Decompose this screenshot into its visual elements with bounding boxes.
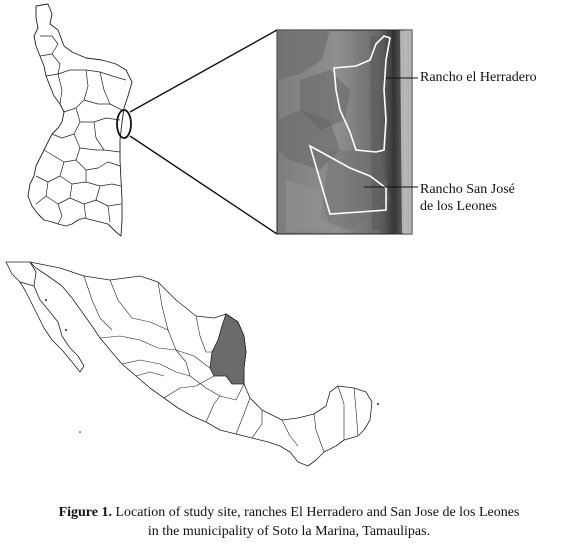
label-rancho-herradero: Rancho el Herradero — [420, 70, 537, 85]
tamaulipas-outline — [27, 3, 133, 237]
ranch-sanjose-boundary — [308, 144, 387, 215]
state-boundaries — [83, 275, 359, 453]
caption-prefix: Figure 1. — [58, 505, 112, 520]
label-rancho-sanjose: Rancho San José de los Leones — [420, 181, 515, 215]
mexico-map — [5, 261, 373, 467]
label-sanjose-line1: Rancho San José — [420, 182, 515, 197]
study-area-marker — [116, 109, 132, 139]
caption-line1-text: Location of study site, ranches El Herra… — [111, 505, 520, 520]
figure-caption: Figure 1. Location of study site, ranche… — [0, 503, 578, 541]
zoom-line-upper — [129, 29, 278, 113]
tamaulipas-municipal-map — [27, 3, 133, 237]
satellite-inset — [276, 29, 413, 235]
municipal-boundaries — [35, 35, 127, 225]
tamaulipas-highlight — [209, 313, 247, 385]
caption-line1: Figure 1. Location of study site, ranche… — [0, 503, 578, 522]
label-sanjose-line2: de los Leones — [420, 199, 497, 214]
zoom-line-lower — [129, 135, 278, 235]
baja-california — [5, 261, 85, 373]
ranch-herradero-boundary — [333, 35, 391, 153]
caption-line2: in the municipality of Soto la Marina, T… — [147, 524, 431, 539]
islands — [45, 299, 379, 433]
